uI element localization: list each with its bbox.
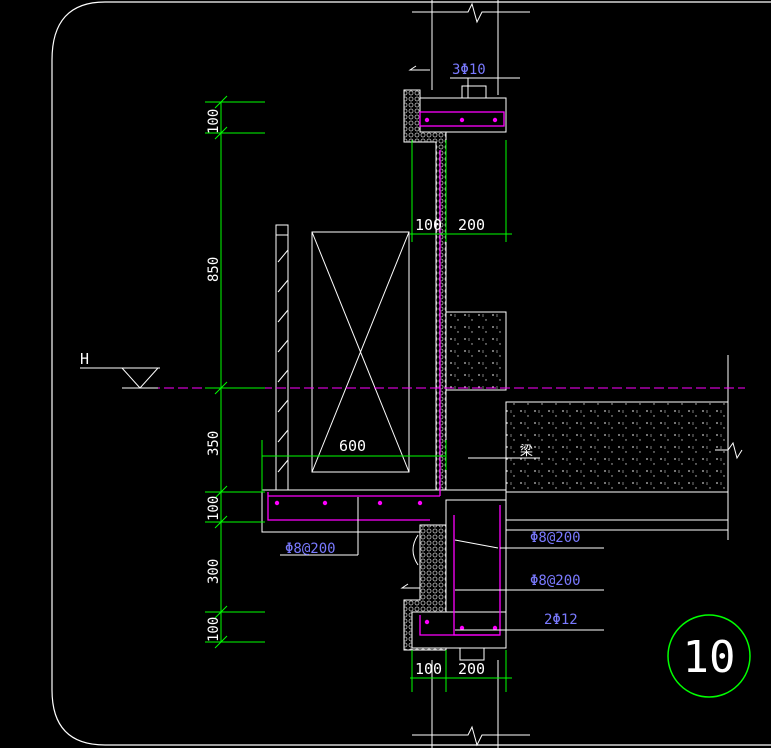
dim-h-200-top: 200 <box>458 216 485 234</box>
dim-h-100-bottom: 100 <box>415 660 442 678</box>
dim-v-350: 350 <box>206 431 222 456</box>
detail-number: 10 <box>683 632 736 683</box>
callout-beam-stirrup-1: Φ8@200 <box>530 530 581 546</box>
vertical-dimension-chain <box>205 95 265 649</box>
dim-v-850: 850 <box>206 257 222 282</box>
dim-v-100-mid: 100 <box>206 496 222 521</box>
drip-arrows <box>400 65 430 589</box>
horizontal-dimensions <box>261 140 512 692</box>
dim-v-300: 300 <box>206 559 222 584</box>
dim-v-100-bottom: 100 <box>206 617 222 642</box>
top-break-symbol <box>412 0 530 95</box>
dim-h-600: 600 <box>339 437 366 455</box>
callout-ledge-stirrup: Φ8@200 <box>285 541 336 557</box>
drawing-frame <box>51 1 771 746</box>
dim-h-200-bottom: 200 <box>458 660 485 678</box>
callout-beam-stirrup-2: Φ8@200 <box>530 573 581 589</box>
dim-v-100-top: 100 <box>206 109 222 134</box>
callout-bottom-bars: 2Φ12 <box>544 612 578 628</box>
callout-leaders <box>280 77 604 631</box>
ac-unit-box <box>311 231 410 473</box>
detail-number-circle <box>667 614 751 698</box>
callout-top-bars: 3Φ10 <box>452 62 486 78</box>
railing <box>275 224 289 491</box>
rebar-dots <box>274 117 498 631</box>
bottom-break-symbol <box>412 660 530 748</box>
beam-label: 梁 <box>520 444 533 459</box>
level-marker <box>80 367 160 389</box>
dim-h-100-top: 100 <box>415 216 442 234</box>
concrete-section <box>261 85 743 661</box>
level-marker-label: H <box>80 350 89 368</box>
rebar-lines <box>267 111 505 636</box>
